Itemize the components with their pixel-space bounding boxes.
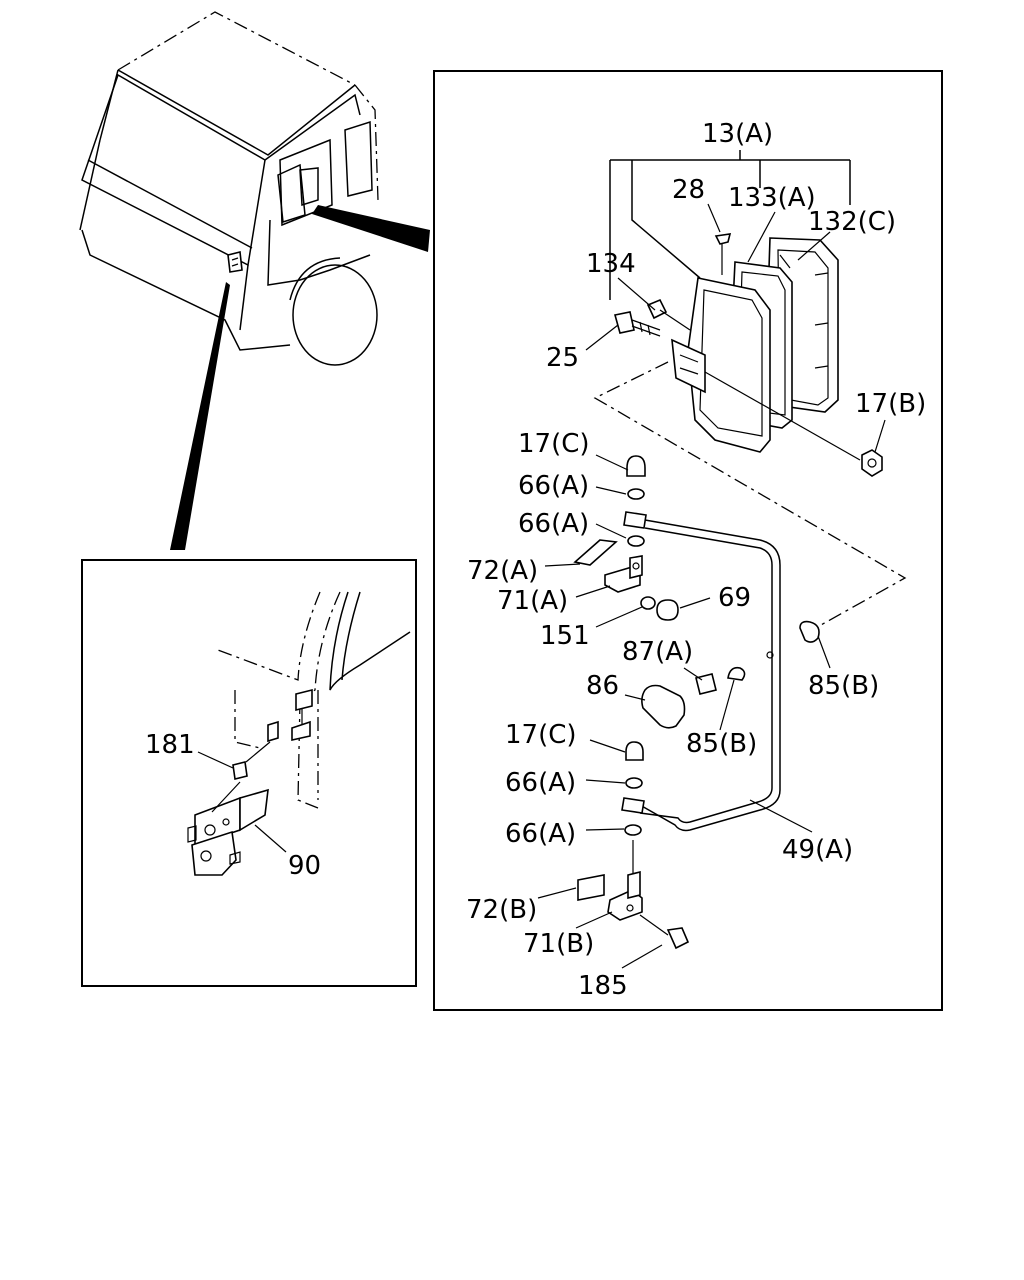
label-133a: 133(A)	[728, 183, 816, 213]
label-134: 134	[586, 249, 636, 279]
label-72b: 72(B)	[466, 895, 537, 925]
truck-cab-overview	[79, 11, 430, 550]
screw-134	[646, 298, 691, 331]
label-66a-2: 66(A)	[518, 509, 589, 539]
label-85b-mid: 85(B)	[686, 729, 757, 759]
clip-87a	[695, 673, 717, 695]
label-71b: 71(B)	[523, 929, 594, 959]
label-85b-right: 85(B)	[808, 671, 879, 701]
bolt-185	[639, 914, 690, 950]
label-87a: 87(A)	[622, 637, 693, 667]
label-17c-bottom: 17(C)	[505, 720, 577, 750]
washer-66a-2	[627, 535, 645, 547]
mirror-arm-49a	[621, 511, 781, 832]
leader-lines-main	[537, 203, 886, 969]
clip-85b-right	[799, 620, 820, 643]
cap-nut-17c-top	[626, 455, 646, 477]
mirror-body	[671, 277, 771, 453]
washer-151	[640, 596, 656, 610]
leader-lines-bracket	[197, 751, 287, 853]
label-17c-top: 17(C)	[518, 429, 590, 459]
washer-181	[232, 761, 248, 780]
label-49a: 49(A)	[782, 835, 853, 865]
washer-66a-3	[625, 777, 643, 789]
label-151: 151	[540, 621, 590, 651]
label-185: 185	[578, 971, 628, 1001]
cap-nut-17c-bottom	[625, 741, 644, 761]
label-132c: 132(C)	[808, 207, 896, 237]
label-66a-3: 66(A)	[505, 768, 576, 798]
label-181: 181	[145, 730, 195, 760]
bracket-71a	[604, 555, 643, 593]
label-86: 86	[586, 671, 619, 701]
plate-72a	[573, 539, 618, 566]
mounting-bracket-90	[187, 781, 269, 876]
bolt-25	[613, 311, 661, 337]
assembly-bracket-13a	[609, 150, 851, 300]
bracket-detail-box	[81, 559, 417, 987]
nut-17b	[861, 449, 883, 477]
label-66a-4: 66(A)	[505, 819, 576, 849]
side-lamp-86	[641, 684, 686, 729]
callout-labels-main: 13(A) 28 133(A) 132(C) 134 25 17(B) 17(C…	[466, 119, 926, 1001]
label-28: 28	[672, 175, 705, 205]
screw-28	[714, 233, 732, 275]
label-72a: 72(A)	[467, 556, 538, 586]
washer-66a-4	[624, 824, 642, 836]
label-17b: 17(B)	[855, 389, 926, 419]
label-69: 69	[718, 583, 751, 613]
bracket-71b	[607, 870, 643, 921]
label-90: 90	[288, 851, 321, 881]
bolt-line-17b	[704, 371, 861, 461]
label-66a-1: 66(A)	[518, 471, 589, 501]
callout-labels-bracket: 181 90	[145, 730, 321, 881]
cab-corner-detail	[217, 591, 411, 809]
cap-69	[656, 599, 679, 621]
label-25: 25	[546, 343, 579, 373]
washer-66a-1	[627, 488, 645, 500]
label-13a: 13(A)	[702, 119, 773, 149]
label-71a: 71(A)	[497, 586, 568, 616]
clip-85b-mid	[727, 666, 746, 681]
assembly-linkline	[593, 361, 907, 631]
mirror-detail-box	[433, 70, 943, 1011]
plate-72b	[577, 874, 605, 901]
